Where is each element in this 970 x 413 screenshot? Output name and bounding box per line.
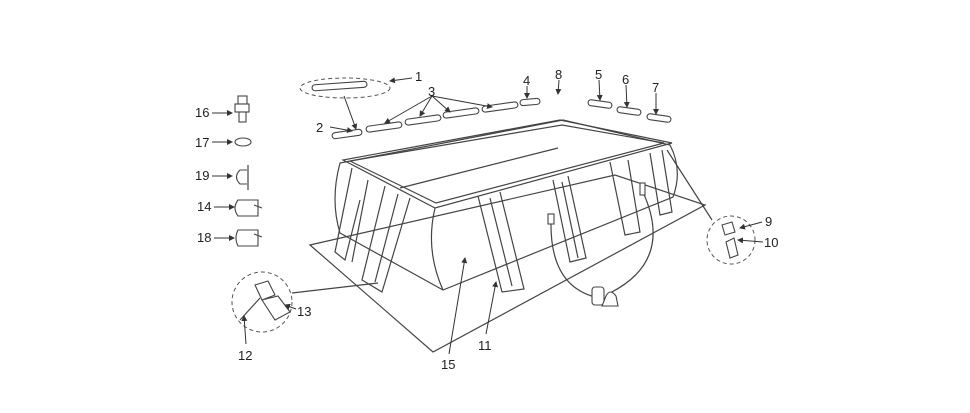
hose-connector-icon [639, 182, 646, 196]
washer-icon [234, 137, 252, 147]
label-part-18: 18 [197, 230, 211, 245]
label-part-6: 6 [622, 72, 629, 87]
top-rails [299, 77, 672, 140]
label-part-1: 1 [415, 69, 422, 84]
joint-14-icon [234, 199, 263, 217]
label-part-7: 7 [652, 80, 659, 95]
t-cap-icon [235, 165, 249, 190]
label-part-9: 9 [765, 214, 772, 229]
filter-pump-icon [591, 286, 605, 306]
label-part-15: 15 [441, 357, 455, 372]
label-part-17: 17 [195, 135, 209, 150]
callout-arrows [212, 77, 764, 355]
frame-legs [334, 149, 673, 293]
pump-and-hoses [547, 182, 654, 307]
hose-connector-icon [547, 213, 555, 225]
label-part-10: 10 [764, 235, 778, 250]
label-part-12: 12 [238, 348, 252, 363]
joint-18-icon [235, 229, 263, 247]
label-part-11: 11 [478, 338, 492, 353]
valve-icon [234, 95, 250, 123]
label-part-5: 5 [595, 67, 602, 82]
label-part-13: 13 [297, 304, 311, 319]
label-part-3: 3 [428, 84, 435, 99]
label-part-8: 8 [555, 67, 562, 82]
ground-cloth [308, 174, 707, 353]
label-part-4: 4 [523, 73, 530, 88]
small-parts [234, 95, 263, 247]
label-part-2: 2 [316, 120, 323, 135]
pool [334, 119, 678, 291]
label-part-19: 19 [195, 168, 209, 183]
leg-cap-detail [231, 271, 293, 333]
label-part-14: 14 [197, 199, 211, 214]
label-part-16: 16 [195, 105, 209, 120]
belt-detail [706, 215, 756, 265]
